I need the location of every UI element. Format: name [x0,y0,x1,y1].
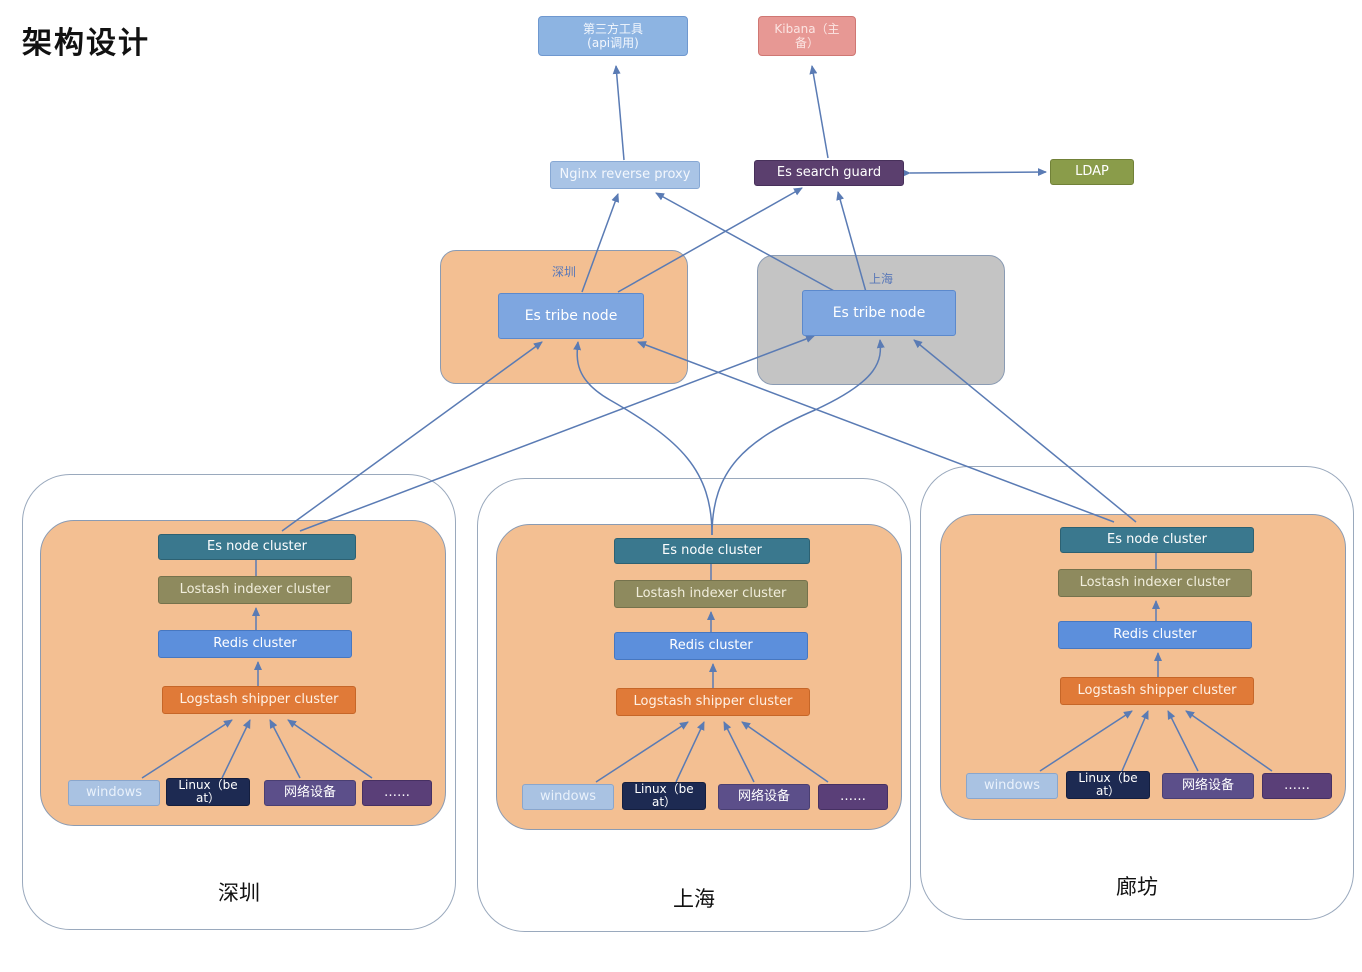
region-label: 廊坊 [1116,875,1158,899]
es-node-cluster-box: Es node cluster [158,534,356,560]
es-node-cluster-box: Es node cluster [614,538,810,564]
arrow-nginx-to-third-party [612,65,625,161]
redis-cluster-box: Redis cluster [614,632,808,660]
es-tribe-node-shenzhen: Es tribe node [498,293,644,339]
region-label: 深圳 [218,881,260,905]
source-network-device-box: 网络设备 [1162,773,1254,799]
arrow-sh-es-to-tribe-sz [573,341,713,536]
site-cluster-shanghai [496,524,902,830]
arrow-tribe-sh-to-nginx [655,192,837,293]
tribe-group-label: 上海 [868,272,893,286]
source-windows-box: windows [522,784,614,810]
source-other-box: …… [1262,773,1332,799]
logstash-indexer-cluster-box: Lostash indexer cluster [614,580,808,608]
redis-cluster-box: Redis cluster [1058,621,1252,649]
region-label: 上海 [673,887,715,911]
arrow-guard-ldap [901,168,1047,178]
arrow-tribe-sz-to-guard [617,187,803,293]
arrow-sz-es-to-tribe-sh [299,335,815,532]
arrow-lf-es-to-tribe-sz [637,341,1115,523]
tribe-group-label: 深圳 [551,265,576,279]
arrow-sh-es-to-tribe-sh [711,339,885,536]
source-other-box: …… [818,784,888,810]
source-other-box: …… [362,780,432,806]
arrow-guard-to-kibana [809,65,829,159]
source-network-device-box: 网络设备 [718,784,810,810]
source-windows-box: windows [68,780,160,806]
logstash-shipper-cluster-box: Logstash shipper cluster [616,688,810,716]
es-tribe-node-shanghai: Es tribe node [802,290,956,336]
nginx-reverse-proxy-box: Nginx reverse proxy [550,161,700,189]
source-linux-box: Linux（be at） [622,782,706,810]
arrow-tribe-sz-to-nginx [581,193,619,293]
logstash-shipper-cluster-box: Logstash shipper cluster [1060,677,1254,705]
logstash-shipper-cluster-box: Logstash shipper cluster [162,686,356,714]
ldap-box: LDAP [1050,159,1134,185]
third-party-tool-box: 第三方工具 (api调用) [538,16,688,56]
redis-cluster-box: Redis cluster [158,630,352,658]
source-linux-box: Linux（be at） [166,778,250,806]
page-title: 架构设计 [22,26,150,61]
source-network-device-box: 网络设备 [264,780,356,806]
arrow-lf-es-to-tribe-sh [913,339,1137,523]
logstash-indexer-cluster-box: Lostash indexer cluster [158,576,352,604]
arrow-sz-es-to-tribe-sz [281,341,543,532]
logstash-indexer-cluster-box: Lostash indexer cluster [1058,569,1252,597]
source-linux-box: Linux（be at） [1066,771,1150,799]
es-search-guard-box: Es search guard [754,160,904,186]
site-cluster-langfang [940,514,1346,820]
es-node-cluster-box: Es node cluster [1060,527,1254,553]
arrow-tribe-sh-to-guard [836,191,867,293]
site-cluster-shenzhen [40,520,446,826]
source-windows-box: windows [966,773,1058,799]
kibana-box: Kibana（主 备） [758,16,856,56]
